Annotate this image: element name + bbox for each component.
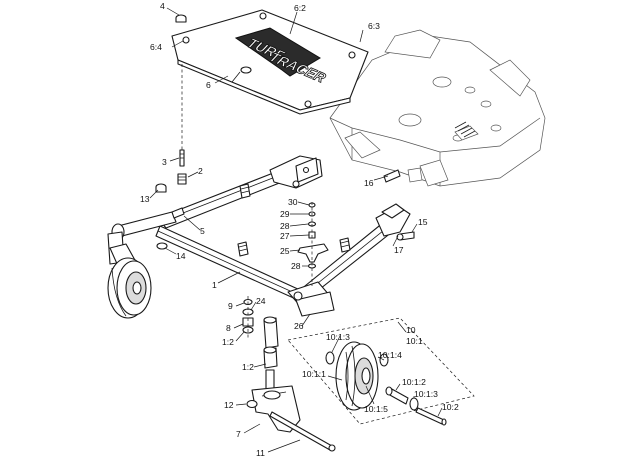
- frame-arm-right: [299, 203, 411, 301]
- knob-4: [175, 14, 187, 23]
- nut-12: [246, 399, 258, 409]
- callout-29: 29: [280, 209, 290, 219]
- callout-5: 5: [200, 226, 205, 236]
- callout-26: 26: [294, 321, 304, 331]
- pivot-assembly-26: [287, 281, 335, 317]
- caster-stem: [263, 316, 279, 391]
- callout-10-1-1: 10:1:1: [302, 369, 326, 379]
- bearing-10-1-3a: [325, 351, 335, 365]
- callout-28b: 28: [291, 261, 301, 271]
- callout-8: 8: [226, 323, 231, 333]
- callout-13: 13: [140, 194, 150, 204]
- axle-bolt-11: [269, 411, 336, 452]
- leader-lines: [149, 7, 443, 453]
- hardware-stack-30: [297, 202, 329, 286]
- bearing-10-1-3b: [409, 397, 419, 411]
- spacer-10-1-2: [385, 386, 409, 405]
- callout-27: 27: [280, 231, 290, 241]
- callout-7: 7: [236, 429, 241, 439]
- callout-10: 10: [406, 325, 416, 335]
- wheel-10-1: [335, 341, 379, 411]
- callout-4: 4: [160, 1, 165, 11]
- callout-24: 24: [256, 296, 266, 306]
- callout-6-4: 6:4: [150, 42, 162, 52]
- callout-1-2a: 1:2: [222, 337, 234, 347]
- bolt-3: [179, 149, 185, 167]
- callout-6-2: 6:2: [294, 3, 306, 13]
- callout-16: 16: [364, 178, 374, 188]
- callout-25: 25: [280, 246, 290, 256]
- wheel-assembly-box: [287, 317, 475, 425]
- callout-14: 14: [176, 251, 186, 261]
- callout-15: 15: [418, 217, 428, 227]
- spring-2: [177, 173, 187, 185]
- callout-10-1-2: 10:1:2: [402, 377, 426, 387]
- callout-10-1-5: 10:1:5: [364, 404, 388, 414]
- spring-right: [339, 237, 351, 253]
- axle-10-2: [415, 407, 447, 426]
- bolt-5: [171, 207, 185, 219]
- callout-1-2b: 1:2: [242, 362, 254, 372]
- callout-6-3: 6:3: [368, 21, 380, 31]
- callout-labels: 4 6:2 6:3 6:4 6 3 2 13 5 14 1 16 30 29 2…: [140, 1, 459, 458]
- cap-13: [155, 183, 167, 193]
- callout-6: 6: [206, 80, 211, 90]
- fastener-16: [383, 169, 401, 183]
- callout-3: 3: [162, 157, 167, 167]
- frame-arm-lower: [155, 225, 301, 301]
- callout-10-1-4: 10:1:4: [378, 350, 402, 360]
- front-caster-wheel: [107, 231, 152, 319]
- callout-10-1-3b: 10:1:3: [414, 389, 438, 399]
- callout-11: 11: [256, 448, 265, 458]
- spring-left: [237, 183, 251, 257]
- callout-10-1-3a: 10:1:3: [326, 332, 350, 342]
- mower-frame: [329, 29, 546, 187]
- callout-30: 30: [288, 197, 298, 207]
- washer-14: [156, 242, 168, 250]
- rear-bracket: [269, 155, 323, 189]
- callout-10-2: 10:2: [442, 402, 459, 412]
- hardware-stack-9: [242, 296, 254, 338]
- bolt-15: [396, 231, 415, 241]
- callout-12: 12: [224, 400, 234, 410]
- callout-1: 1: [212, 280, 217, 290]
- callout-9: 9: [228, 301, 233, 311]
- callout-28a: 28: [280, 221, 290, 231]
- callout-17: 17: [394, 245, 404, 255]
- callout-2: 2: [198, 166, 203, 176]
- callout-10-1: 10:1: [406, 336, 423, 346]
